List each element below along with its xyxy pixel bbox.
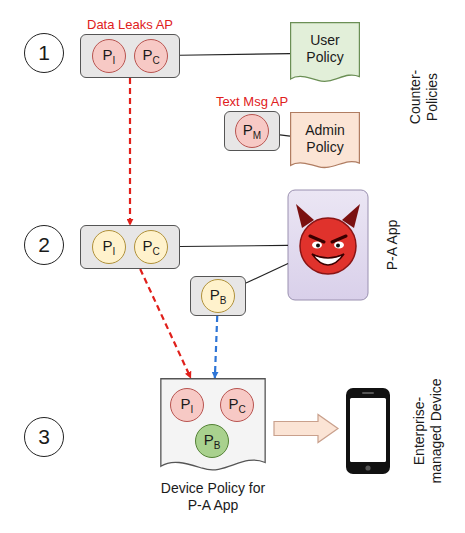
policy-circle: PC (134, 230, 168, 264)
policy-label: PM (243, 121, 261, 141)
policy-circle: PC (134, 39, 168, 73)
policy-circle: PI (170, 388, 204, 422)
policy-circle: PB (201, 279, 235, 313)
group-label: Counter- Policies (407, 61, 441, 133)
side-label: P-A App (384, 220, 401, 271)
access-pattern-title: Text Msg AP (216, 94, 288, 109)
policy-circle: PB (195, 424, 229, 458)
policy-circle: PC (220, 388, 254, 422)
phone-icon (346, 388, 390, 474)
devil-icon (288, 190, 368, 300)
association-line (246, 264, 288, 283)
flow-arrow (140, 269, 191, 378)
policy-circle: PI (92, 39, 126, 73)
step-number-text: 3 (38, 425, 50, 449)
block-arrow (274, 415, 338, 443)
association-line (180, 245, 288, 246)
document-title: Admin Policy (290, 122, 360, 156)
flow-arrow (129, 78, 131, 225)
policy-label: PB (210, 286, 227, 306)
step-number: 1 (24, 33, 64, 73)
policy-group-box: Data Leaks APPIPC (80, 34, 180, 78)
side-label: Enterprise- managed Device (411, 375, 445, 487)
step-number: 3 (24, 417, 64, 457)
policy-label: PI (103, 46, 116, 66)
policy-document: Device Policy for P-A AppPIPCPB (160, 378, 266, 474)
association-line (280, 135, 290, 136)
association-line (180, 54, 290, 56)
policy-circle: PI (92, 230, 126, 264)
policy-document: User Policy (290, 22, 360, 84)
step-number-text: 2 (38, 233, 50, 257)
policy-group-box: PI PC (80, 225, 180, 269)
step-number-text: 1 (38, 41, 50, 65)
icon-frame: Enterprise- managed Device (346, 388, 390, 474)
policy-label: PC (228, 395, 245, 415)
document-title: User Policy (290, 32, 360, 66)
policy-group-box: Text Msg APPM (224, 111, 280, 151)
step-number: 2 (24, 225, 64, 265)
policy-label: PI (181, 395, 194, 415)
icon-frame: P-A App (288, 190, 368, 300)
flow-arrow (215, 316, 217, 378)
policy-circle: PM (235, 114, 269, 148)
policy-label: PB (204, 431, 221, 451)
policy-group-box: PB (190, 276, 246, 316)
document-caption: Device Policy for P-A App (158, 480, 268, 514)
policy-label: PC (142, 237, 159, 257)
access-pattern-title: Data Leaks AP (87, 17, 173, 32)
policy-label: PI (103, 237, 116, 257)
policy-document: Admin Policy (290, 112, 360, 170)
policy-label: PC (142, 46, 159, 66)
